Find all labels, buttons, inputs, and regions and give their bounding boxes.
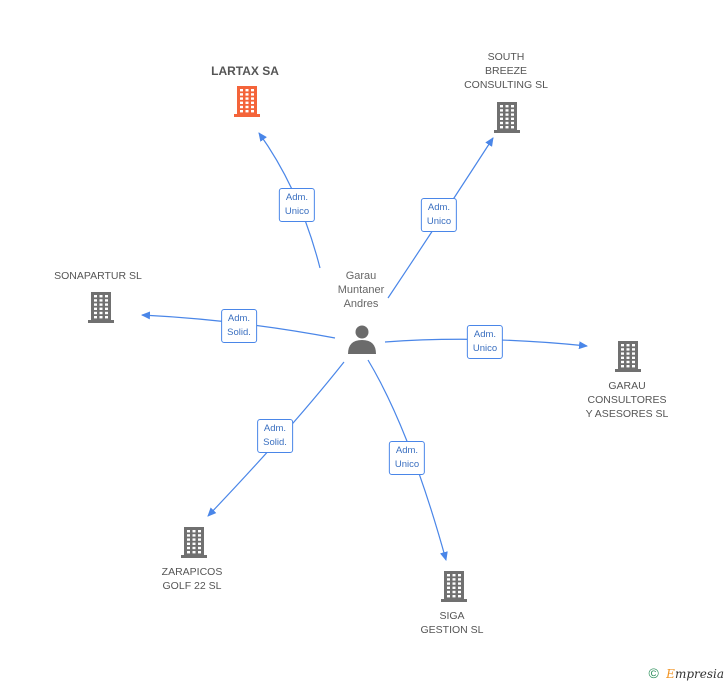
edge-role-line: Solid. xyxy=(227,327,251,338)
building-icon[interactable] xyxy=(494,102,520,133)
company-name-line: GOLF 22 SL xyxy=(162,580,222,592)
company-name-garau[interactable]: GARAU CONSULTORES Y ASESORES SL xyxy=(586,379,669,421)
edge-role-label: Adm. Solid. xyxy=(221,309,257,343)
edge-role-line: Adm. xyxy=(395,445,419,456)
center-person-name: Garau Muntaner Andres xyxy=(338,269,384,311)
edge-role-line: Solid. xyxy=(263,437,287,448)
building-icon[interactable] xyxy=(615,341,641,372)
edge-role-label: Adm. Unico xyxy=(420,198,458,232)
company-name-lartax[interactable]: LARTAX SA xyxy=(211,64,279,78)
company-name-south[interactable]: SOUTH BREEZE CONSULTING SL xyxy=(464,50,548,92)
center-name-line: Garau xyxy=(345,270,377,282)
company-name-sonapartur[interactable]: SONAPARTUR SL xyxy=(54,269,142,283)
company-name-line: GARAU xyxy=(608,380,646,392)
edge-role-label: Adm. Unico xyxy=(388,441,426,475)
company-name-line: SONAPARTUR SL xyxy=(54,270,142,282)
person-icon[interactable] xyxy=(348,325,376,355)
company-name-line: CONSULTORES xyxy=(587,394,667,406)
edge-role-line: Unico xyxy=(472,343,498,354)
building-icon[interactable] xyxy=(181,527,207,558)
company-name-line: BREEZE xyxy=(484,65,528,77)
edge-role-line: Adm. xyxy=(427,202,451,213)
footer-brand: © Empresia xyxy=(649,665,725,681)
edge-role-line: Adm. xyxy=(263,423,287,434)
company-name-line: ZARAPICOS xyxy=(161,566,223,578)
company-name-line: CONSULTING SL xyxy=(464,79,548,91)
edge-role-label: Adm. Unico xyxy=(278,188,316,222)
company-name-zarapicos[interactable]: ZARAPICOS GOLF 22 SL xyxy=(162,565,223,593)
edge-role-line: Unico xyxy=(284,206,310,217)
edge-role-line: Adm. xyxy=(473,329,497,340)
edge-role-label: Adm. Solid. xyxy=(257,419,293,453)
edge-role-line: Adm. xyxy=(227,313,251,324)
edge-role-line: Unico xyxy=(426,216,452,227)
company-name-line: LARTAX SA xyxy=(211,64,279,78)
building-icon[interactable] xyxy=(441,571,467,602)
company-name-line: SOUTH xyxy=(487,51,525,63)
building-icon[interactable] xyxy=(88,292,114,323)
company-name-line: Y ASESORES SL xyxy=(585,408,669,420)
company-name-line: GESTION SL xyxy=(420,624,484,636)
edge-role-label: Adm. Unico xyxy=(466,325,504,359)
building-icon[interactable] xyxy=(234,86,260,117)
company-name-siga[interactable]: SIGA GESTION SL xyxy=(420,609,483,637)
brand-logo: Empresia xyxy=(666,667,724,681)
copyright-icon: © xyxy=(648,665,659,681)
edge-role-line: Unico xyxy=(394,459,420,470)
center-name-line: Andres xyxy=(343,298,379,310)
edge-role-line: Adm. xyxy=(285,192,309,203)
company-name-line: SIGA xyxy=(439,610,465,622)
center-name-line: Muntaner xyxy=(337,284,385,296)
